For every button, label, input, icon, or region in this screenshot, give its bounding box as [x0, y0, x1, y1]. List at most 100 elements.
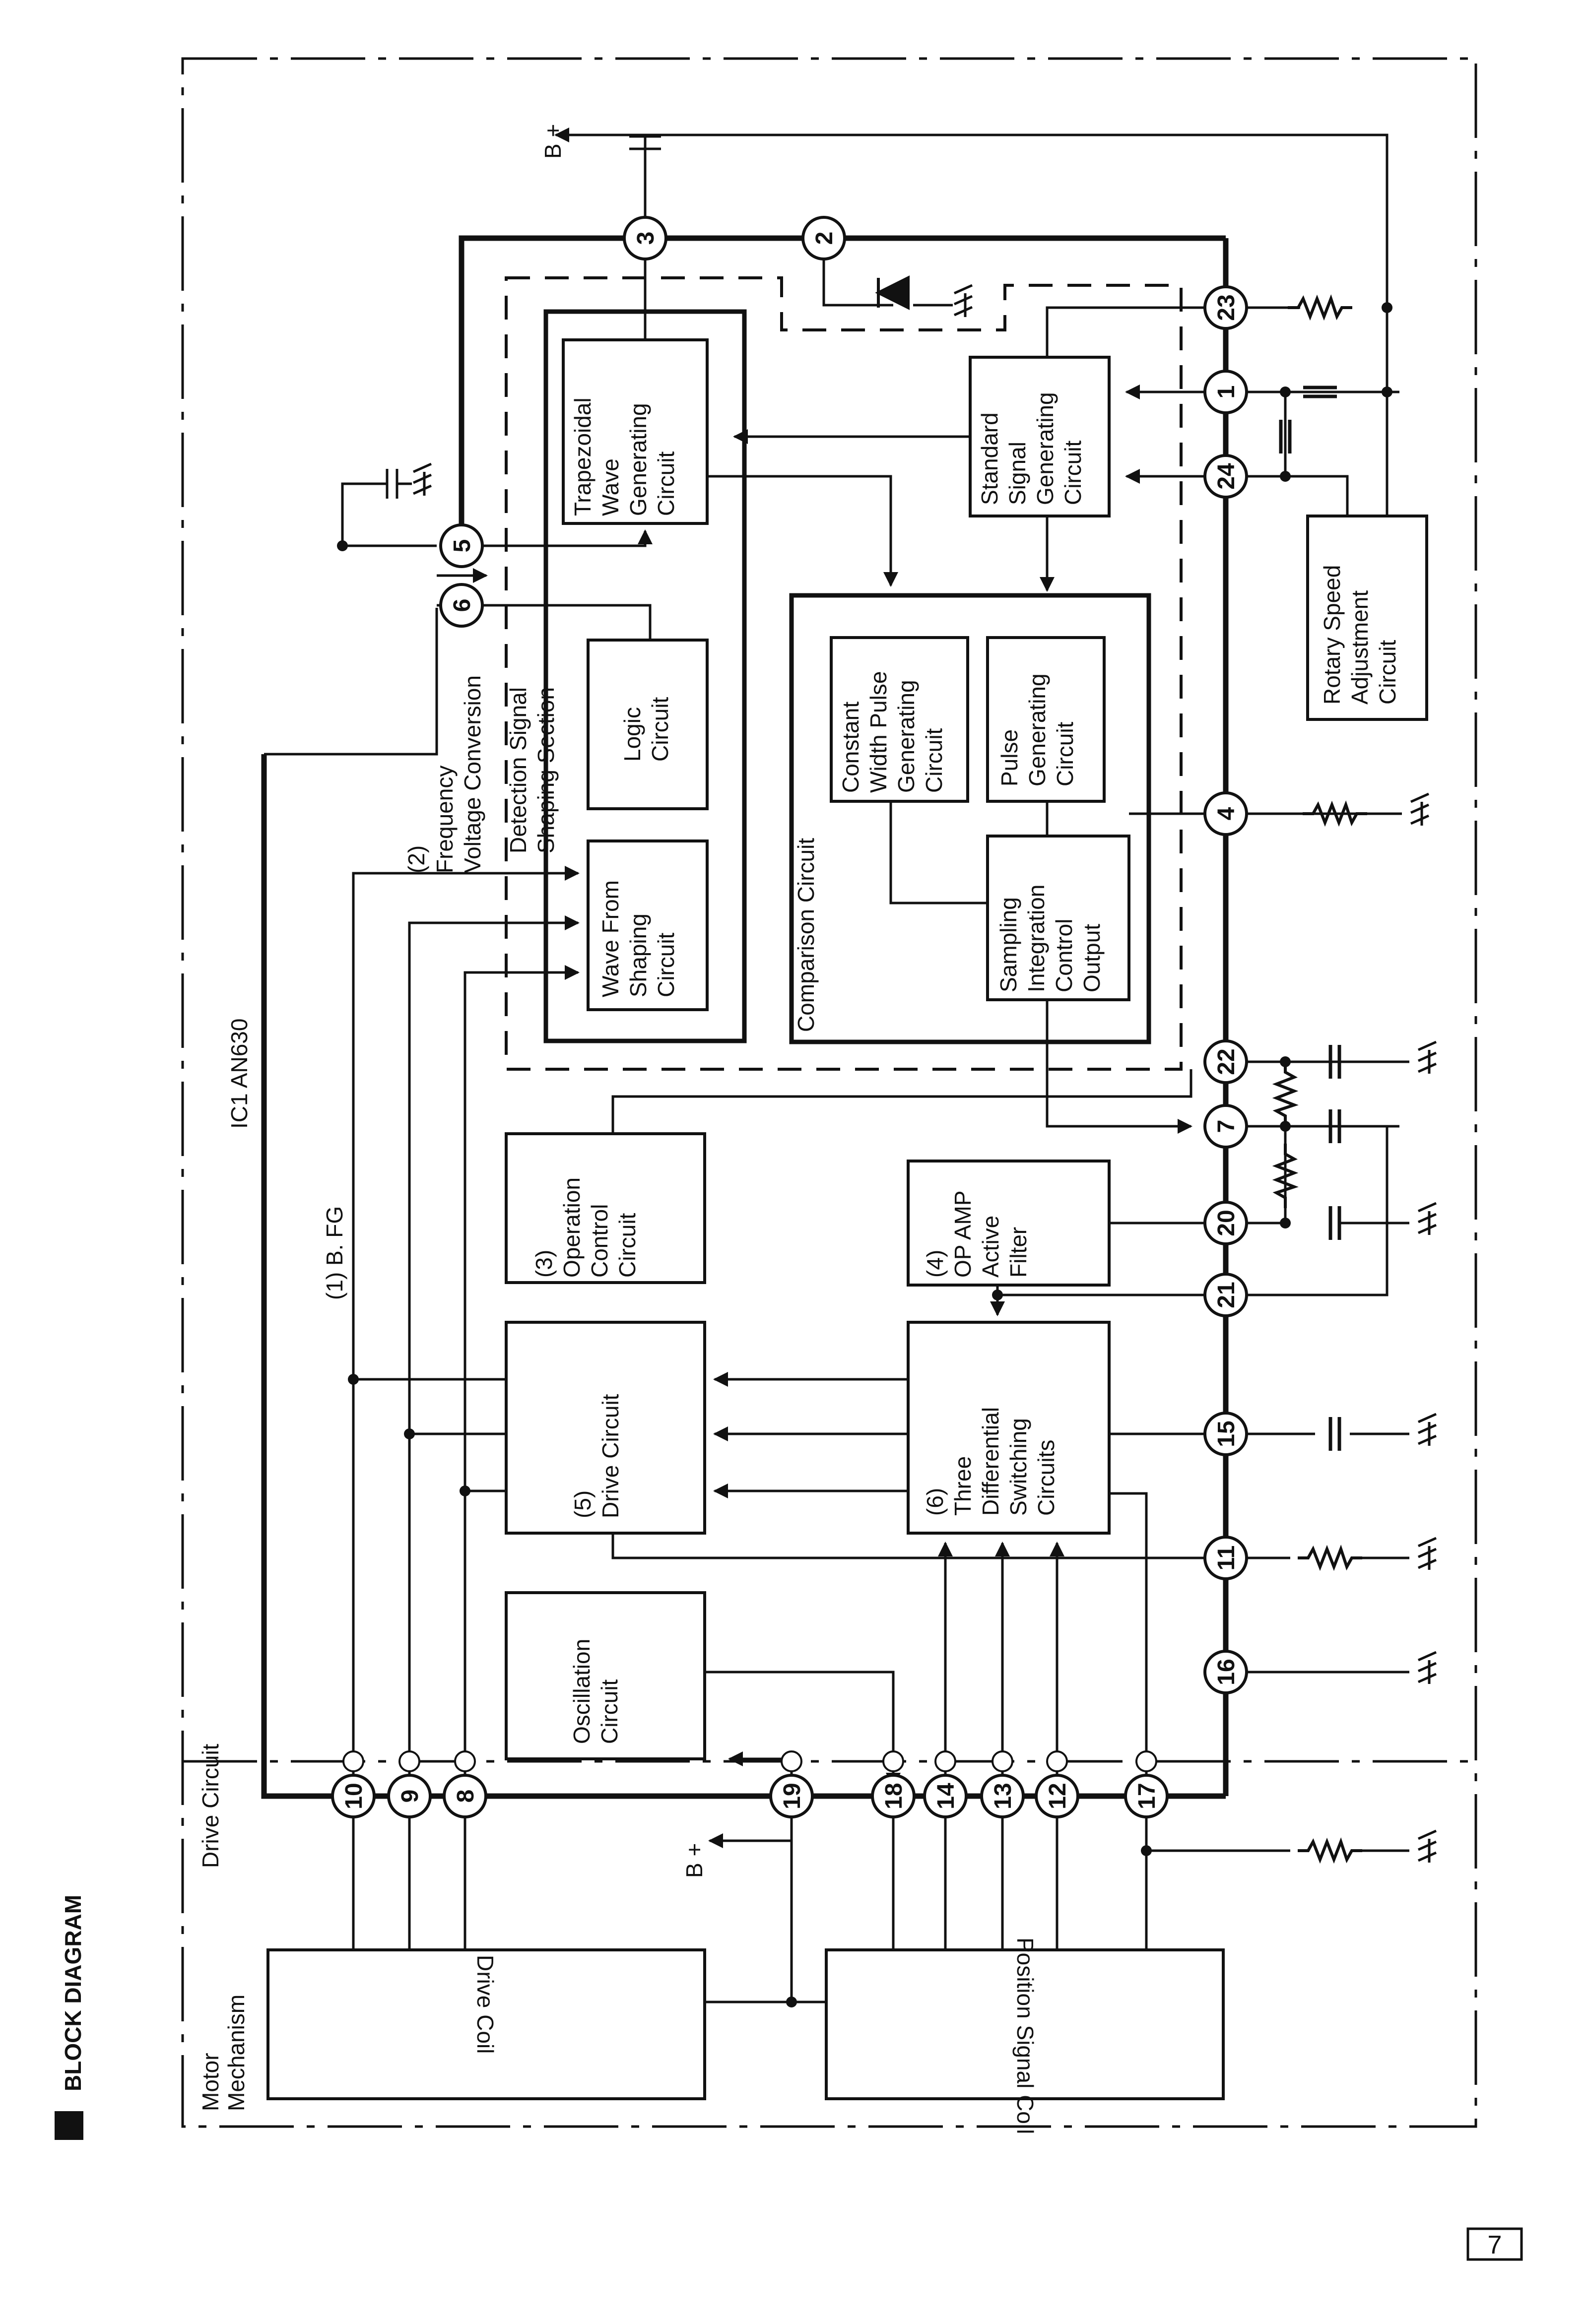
opamp-filter-block: (4)OP AMPActiveFilter: [907, 1160, 1111, 1287]
block-text: Three: [950, 1456, 976, 1516]
block-text: Active: [978, 1216, 1003, 1278]
pin-number: 22: [1213, 1048, 1240, 1075]
bplus-bottom-label: B +: [681, 1843, 707, 1878]
svg-text:PulseGeneratingCircuit: PulseGeneratingCircuit: [996, 673, 1078, 786]
block-text: Circuits: [1033, 1440, 1059, 1516]
pin-number: 8: [453, 1790, 479, 1803]
pin-number: 4: [1213, 807, 1240, 820]
pin-number: 18: [881, 1783, 907, 1809]
block-text: Drive Circuit: [597, 1394, 623, 1518]
block-text: Generating: [625, 403, 651, 516]
pin-18: 18: [871, 1774, 916, 1818]
block-text: Generating: [1024, 673, 1050, 786]
pulse-generating-block: PulseGeneratingCircuit: [986, 636, 1106, 803]
fv-conversion-region: [505, 276, 1183, 1071]
block-text: Circuit: [653, 451, 679, 516]
left-bus-top: [264, 608, 438, 756]
comparison-section: [789, 593, 1151, 1044]
resistor-pin23: [1288, 299, 1352, 317]
svg-text:Wave FromShapingCircuit: Wave FromShapingCircuit: [597, 880, 679, 997]
block-text: Shaping: [625, 913, 651, 997]
pin-number: 17: [1134, 1783, 1160, 1809]
fv-label: Voltage Conversion: [460, 675, 485, 873]
pin-19: 19: [769, 1774, 814, 1818]
ground-symbol: [1418, 1042, 1436, 1074]
pin-number: 23: [1213, 294, 1240, 321]
block-text: Adjustment: [1347, 590, 1373, 705]
block-text: Circuit: [596, 1679, 622, 1744]
block-text: (5): [570, 1490, 596, 1518]
svg-text:(6)ThreeDifferentialSwitchingC: (6)ThreeDifferentialSwitchingCircuits: [922, 1407, 1059, 1516]
motor-mechanism-label-2: Mechanism: [223, 1995, 249, 2111]
block-text: Wave From: [597, 880, 623, 997]
block-text: Standard: [977, 412, 1002, 505]
page-title: BLOCK DIAGRAM: [60, 1895, 86, 2091]
pin-13: 13: [980, 1774, 1025, 1818]
ground-symbol: [1411, 794, 1429, 826]
pin-number: 13: [990, 1783, 1016, 1809]
drive-circuit-area-label: Drive Circuit: [198, 1743, 223, 1868]
ground-symbol: [1418, 1414, 1436, 1446]
top-bus: [459, 235, 1226, 546]
pin-number: 2: [811, 232, 838, 245]
logic-circuit-block: LogicCircuit: [587, 639, 709, 810]
pin-1: 1: [1203, 370, 1248, 414]
drive-coil-label: Drive Coil: [472, 1955, 498, 2054]
pin-9: 9: [387, 1774, 432, 1818]
pin-number: 24: [1213, 463, 1240, 490]
pin-number: 21: [1213, 1282, 1240, 1308]
pin-number: 9: [397, 1790, 423, 1803]
terminal-circles: [342, 1750, 1157, 1772]
svg-text:SamplingIntegrationControlOutp: SamplingIntegrationControlOutput: [995, 885, 1105, 992]
block-text: Switching: [1005, 1418, 1031, 1516]
pin-17: 17: [1124, 1774, 1169, 1818]
pin-16: 16: [1203, 1650, 1248, 1694]
standard-signal-block: StandardSignalGeneratingCircuit: [969, 356, 1111, 517]
svg-text:OscillationCircuit: OscillationCircuit: [569, 1639, 622, 1744]
outer-frame: [181, 57, 1477, 2128]
block-text: Pulse: [996, 729, 1022, 786]
position-coil-block: Position Signal Coil: [825, 1937, 1225, 2134]
ground-symbol: [1418, 1203, 1436, 1235]
title-bullet: [55, 2111, 83, 2140]
pin-number: 20: [1213, 1210, 1240, 1236]
motor-mechanism-label: Motor: [198, 2053, 223, 2111]
block-text: Integration: [1023, 885, 1049, 992]
ground-symbol: [1418, 1831, 1436, 1863]
constant-width-block: ConstantWidth PulseGeneratingCircuit: [830, 636, 969, 803]
ic-label: IC1 AN630: [226, 1019, 252, 1129]
block-text: (6): [922, 1488, 948, 1516]
pin-number: 5: [449, 539, 475, 553]
block-text: Circuit: [653, 932, 679, 997]
pin-8: 8: [443, 1774, 487, 1818]
block-text: (3): [531, 1250, 557, 1278]
block-text: Circuit: [647, 697, 673, 762]
switching-circuits-block: (6)ThreeDifferentialSwitchingCircuits: [907, 1321, 1111, 1535]
pin-10: 10: [331, 1774, 376, 1818]
pin-20: 20: [1203, 1201, 1248, 1245]
block-text: Circuit: [921, 728, 947, 793]
pin-number: 7: [1213, 1120, 1240, 1133]
junction-dots: [337, 302, 1392, 2007]
block-text: Filter: [1005, 1227, 1031, 1278]
block-text: Rotary Speed: [1319, 565, 1345, 705]
pin-number: 12: [1045, 1783, 1071, 1809]
svg-text:StandardSignalGeneratingCircui: StandardSignalGeneratingCircuit: [977, 392, 1086, 505]
bfg-label: (1) B. FG: [322, 1206, 347, 1300]
pin-number: 14: [933, 1783, 959, 1809]
capacitor-pin15: [1330, 1417, 1339, 1451]
block-text: Operation: [559, 1177, 585, 1278]
resistor-pin22-7: [1276, 1062, 1294, 1126]
block-text: Circuit: [1052, 721, 1078, 786]
operation-control-block: (3)OperationControlCircuit: [505, 1132, 706, 1284]
pin-number: 10: [341, 1783, 367, 1809]
svg-text:Rotary SpeedAdjustmentCircuit: Rotary SpeedAdjustmentCircuit: [1319, 565, 1400, 705]
pin-24: 24: [1203, 454, 1248, 499]
block-text: Control: [587, 1204, 612, 1278]
block-text: Output: [1079, 924, 1105, 992]
block-text: Width Pulse: [865, 671, 891, 793]
passive-components: [413, 275, 1436, 1863]
block-text: Sampling: [995, 897, 1021, 992]
